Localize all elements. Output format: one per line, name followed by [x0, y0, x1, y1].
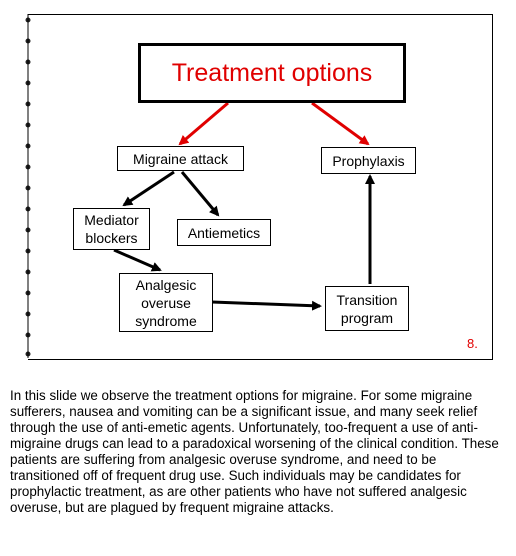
title-box: Treatment options [138, 43, 406, 103]
arrow-title-to-migraine [178, 101, 229, 146]
node-analgesic-overuse-label: Analgesic overuse syndrome [135, 276, 197, 329]
node-analgesic-overuse: Analgesic overuse syndrome [119, 273, 213, 332]
slide-title: Treatment options [171, 58, 373, 87]
arrow-analgesic-to-transition [211, 300, 322, 311]
node-transition-program: Transition program [325, 286, 409, 331]
node-antiemetics-label: Antiemetics [187, 224, 261, 241]
arrow-mediator-to-analgesic [113, 248, 162, 272]
node-prophylaxis: Prophylaxis [321, 147, 416, 174]
binder-rings [25, 14, 31, 358]
arrow-migraine-to-antiemetics [180, 171, 220, 217]
node-mediator-blockers-label: Mediator blockers [84, 212, 139, 246]
diagram-arrows [113, 101, 375, 311]
arrow-title-to-prophylaxis [311, 101, 370, 146]
node-migraine-attack: Migraine attack [117, 146, 244, 171]
slide-page-number: 8. [467, 336, 478, 351]
node-antiemetics: Antiemetics [177, 219, 271, 246]
node-prophylaxis-label: Prophylaxis [332, 152, 405, 169]
node-mediator-blockers: Mediator blockers [73, 208, 150, 250]
arrow-migraine-to-mediator [122, 170, 175, 207]
node-migraine-attack-label: Migraine attack [133, 150, 228, 167]
speaker-notes: In this slide we observe the treatment o… [10, 388, 499, 515]
node-transition-program-label: Transition program [336, 291, 398, 326]
